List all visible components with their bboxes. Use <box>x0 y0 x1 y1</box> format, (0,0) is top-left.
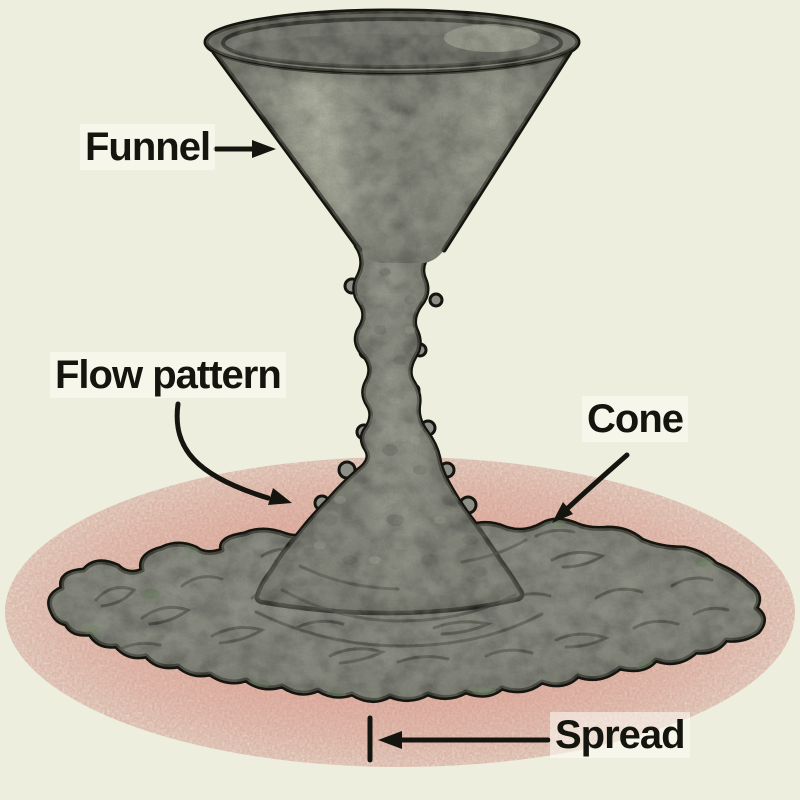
funnel-arrow <box>213 140 276 158</box>
funnel-label: Funnel <box>80 124 216 170</box>
cone-arrow <box>552 452 630 523</box>
spread-label: Spread <box>550 712 690 758</box>
annotation-arrows <box>174 140 630 763</box>
flow-pattern-label: Flow pattern <box>50 352 286 398</box>
cone-label: Cone <box>582 396 688 442</box>
flow-pattern-arrow <box>174 401 292 505</box>
spread-arrow <box>367 715 551 763</box>
